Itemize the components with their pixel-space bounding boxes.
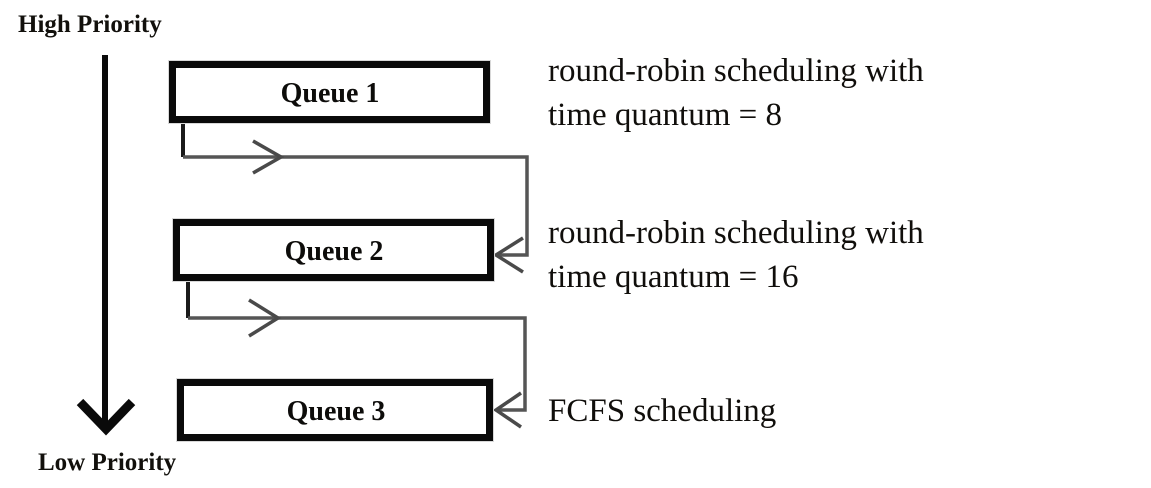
queue-2-box-fill bbox=[180, 226, 487, 274]
connector-q2-chevron-right-icon bbox=[248, 298, 282, 338]
queue-1-label: Queue 1 bbox=[281, 78, 380, 109]
queue-3-box-rim bbox=[176, 378, 494, 442]
queue-1-box[interactable]: Queue 1 bbox=[168, 60, 491, 124]
connector-q2-to-q3-path bbox=[188, 316, 527, 412]
queue-3-annotation-line1: FCFS scheduling bbox=[548, 393, 776, 429]
queue-2-label: Queue 2 bbox=[285, 236, 384, 267]
connector-q1-arrowhead-into-queue2-icon bbox=[492, 236, 524, 274]
queue-3-label: Queue 3 bbox=[287, 396, 386, 427]
low-priority-label: Low Priority bbox=[38, 449, 177, 476]
feedback-connector-queue1-to-queue2 bbox=[181, 124, 529, 274]
queue-2-box[interactable]: Queue 2 bbox=[172, 218, 495, 282]
connector-q1-to-q2-path bbox=[183, 155, 529, 257]
priority-axis bbox=[76, 55, 136, 436]
queue-3-box[interactable]: Queue 3 bbox=[176, 378, 494, 442]
connector-q1-chevron-right-icon bbox=[252, 139, 285, 175]
queue-3-box-fill bbox=[184, 386, 486, 434]
queue-1-annotation: round-robin scheduling with time quantum… bbox=[548, 53, 924, 133]
feedback-connector-queue2-to-queue3 bbox=[186, 282, 527, 429]
queue-1-annotation-line2: time quantum = 8 bbox=[548, 97, 782, 133]
queue-2-annotation-line1: round-robin scheduling with bbox=[548, 215, 924, 251]
queue-2-annotation-line2: time quantum = 16 bbox=[548, 259, 799, 295]
queue-3-annotation: FCFS scheduling bbox=[548, 393, 776, 429]
queue-2-box-rim bbox=[172, 218, 495, 282]
queue-1-annotation-line1: round-robin scheduling with bbox=[548, 53, 924, 89]
queue-1-box-fill bbox=[176, 68, 483, 116]
queue-2-annotation: round-robin scheduling with time quantum… bbox=[548, 215, 924, 295]
priority-axis-arrowhead-icon bbox=[76, 398, 136, 436]
high-priority-label: High Priority bbox=[18, 11, 162, 38]
queue-1-box-rim bbox=[168, 60, 491, 124]
connector-q2-arrowhead-into-queue3-icon bbox=[492, 391, 522, 429]
